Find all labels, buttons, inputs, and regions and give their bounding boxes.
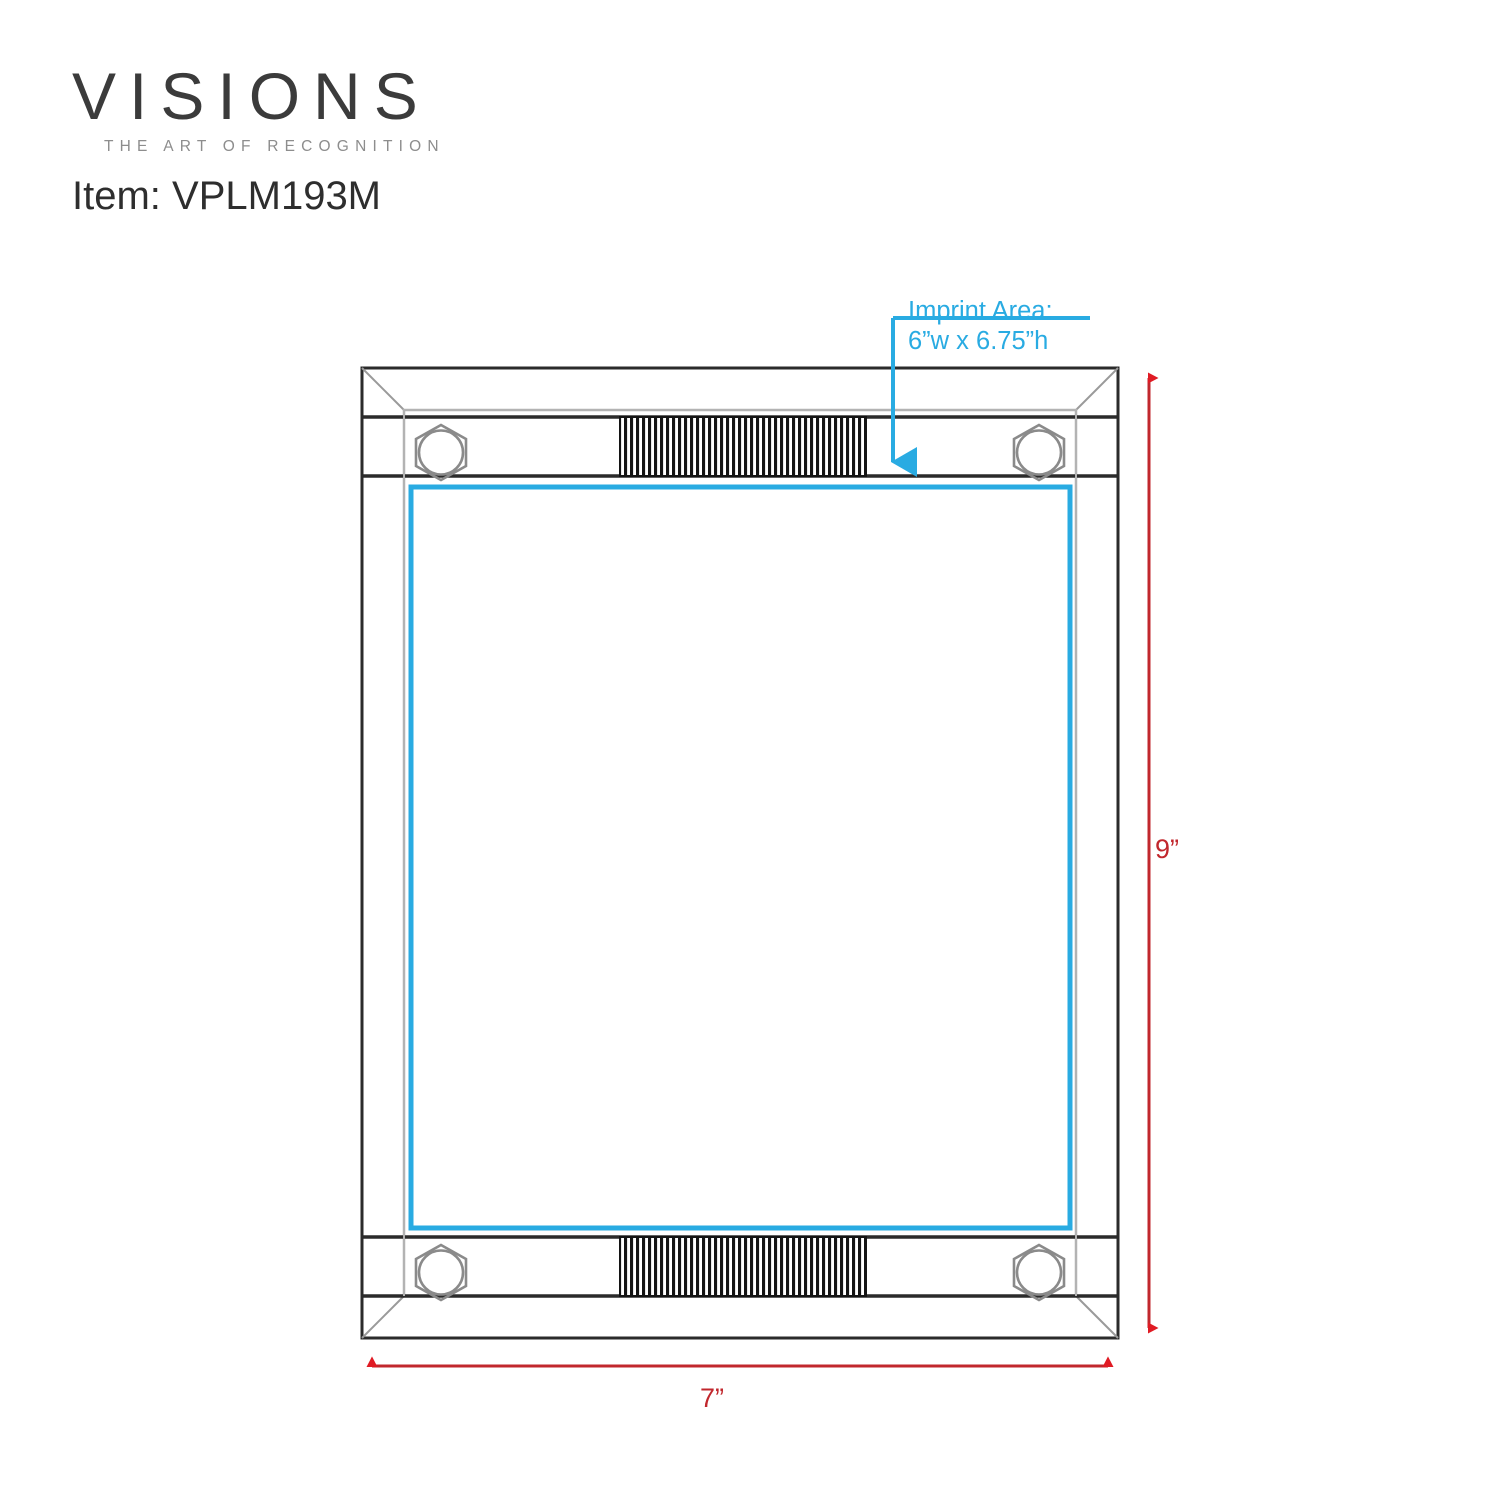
- imprint-area-size: 6”w x 6.75”h: [908, 327, 1049, 355]
- hex-bolt-group: [414, 423, 1066, 1302]
- plaque-outer-edge: [360, 366, 1120, 1340]
- brand-logo: VISIONS THE ART OF RECOGNITION: [72, 62, 672, 157]
- imprint-leader: [891, 316, 1090, 477]
- bevel-top-left: [361, 367, 405, 411]
- hex-bolt-icon-bottom-right: [1012, 1243, 1066, 1302]
- plaque-body: [360, 366, 1120, 1340]
- bevel-top-right: [1075, 367, 1119, 411]
- width-dimension-label: 7”: [700, 1383, 725, 1413]
- hex-bolt-icon-top-right: [1012, 423, 1066, 482]
- vertical-rail-lines: [403, 410, 1077, 1296]
- imprint-area-title: Imprint Area:: [908, 297, 1053, 325]
- item-number-label: Item: VPLM193M: [72, 174, 382, 218]
- corner-bevels: [361, 367, 1119, 1339]
- hex-bolt-icon-top-left: [414, 423, 468, 482]
- brand-tagline: THE ART OF RECOGNITION: [104, 138, 445, 155]
- brand-wordmark: VISIONS: [72, 59, 431, 133]
- knurled-grip-top: [619, 416, 867, 477]
- bevel-bottom-right: [1075, 1295, 1119, 1339]
- hex-bolt-icon-bottom-left: [414, 1243, 468, 1302]
- imprint-area-callout: Imprint Area: 6”w x 6.75”h: [908, 296, 1053, 356]
- height-dimension-label: 9”: [1155, 834, 1180, 864]
- bevel-bottom-left: [361, 1295, 405, 1339]
- imprint-area-outline: [408, 484, 1073, 1231]
- knurled-grip-bottom: [619, 1236, 867, 1297]
